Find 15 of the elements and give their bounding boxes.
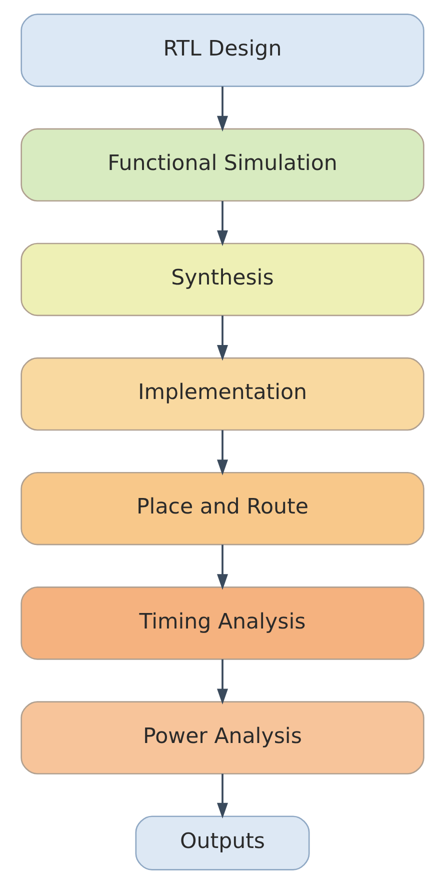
node-box: Outputs [134, 816, 310, 870]
arrow [216, 86, 228, 132]
node-box: Power Analysis [20, 701, 424, 774]
node-box: RTL Design [20, 14, 424, 87]
arrow [216, 774, 228, 819]
arrow [216, 316, 228, 361]
arrow [216, 544, 228, 590]
arrow [216, 201, 228, 246]
arrow [216, 659, 228, 704]
node-box: Place and Route [20, 472, 424, 546]
node-box: Synthesis [20, 242, 424, 316]
node-box: Implementation [20, 357, 424, 431]
node-box: Timing Analysis [20, 586, 424, 660]
arrow [216, 430, 228, 476]
node-box: Functional Simulation [20, 128, 424, 202]
